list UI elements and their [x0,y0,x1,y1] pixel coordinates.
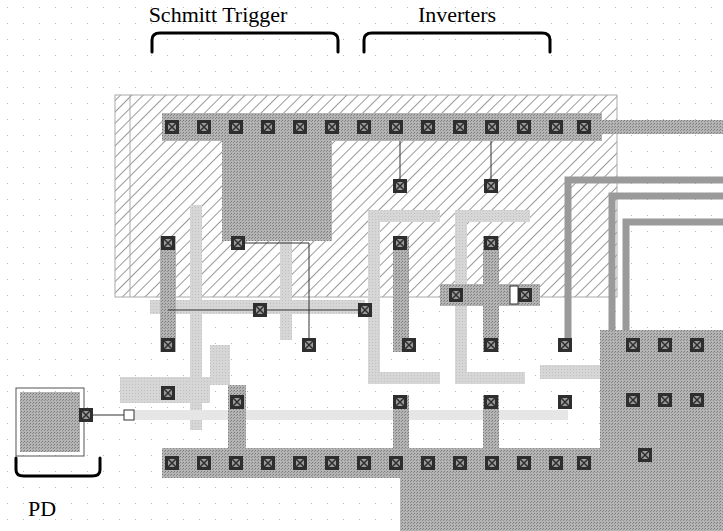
metal-strip [228,385,246,448]
contact [229,456,243,470]
wire [626,222,723,330]
contact [293,456,307,470]
poly-gate [368,210,440,384]
wire [238,243,309,345]
contact [577,120,591,134]
poly-layer [120,205,600,430]
contact [230,395,244,409]
contact [393,236,407,250]
wire [168,310,260,311]
bracket [152,33,338,52]
contact [690,393,704,407]
contact [484,395,498,409]
via [510,286,518,304]
contact [358,303,372,317]
metal-strip [160,236,176,352]
contact [325,120,339,134]
contact [402,338,416,352]
bracket [364,33,550,52]
metal-layer [20,113,723,531]
contact [690,338,704,352]
contact [517,456,531,470]
contact [421,456,435,470]
contact [549,120,563,134]
contact [638,448,652,462]
label: Schmitt Trigger [149,2,288,28]
metal-strip [393,236,409,352]
wire [260,310,365,311]
vdd-rail [600,120,723,134]
photodiode [20,392,80,452]
contact [485,120,499,134]
bracket [16,458,100,476]
contact [485,456,499,470]
wire [568,180,723,345]
contact [253,303,267,317]
contact [453,120,467,134]
contact [658,393,672,407]
contact [161,236,175,250]
contact [229,120,243,134]
contact [626,393,640,407]
contact [558,395,572,409]
contact [389,120,403,134]
contact [658,338,672,352]
contact [261,120,275,134]
metal-block [222,141,332,241]
contact [421,120,435,134]
wire [400,141,491,186]
label: PD [28,496,56,522]
contact [79,408,93,422]
contacts [79,120,704,470]
photodiode-edge [16,388,84,456]
contact [484,236,498,250]
thin-lines [86,141,491,415]
contact [393,395,407,409]
contact [484,179,498,193]
contact [161,386,175,400]
metal-strip [483,395,499,448]
contact [231,236,245,250]
contact [449,288,463,302]
contact [577,456,591,470]
contact [558,338,572,352]
contact [302,338,316,352]
poly-wire [540,365,600,379]
contact [261,456,275,470]
metal-strip [393,395,409,448]
brackets [16,33,550,476]
contact [389,456,403,470]
routing [568,180,723,345]
contact [197,120,211,134]
poly-line [128,410,568,420]
wire [612,196,723,330]
contact [518,288,532,302]
metal-wire [440,284,540,306]
contact [357,456,371,470]
contact [161,338,175,352]
contact [197,456,211,470]
contact [453,456,467,470]
vdd-rail [162,113,602,141]
contact [393,179,407,193]
well-edge [130,95,131,297]
via [124,410,134,420]
contact [549,456,563,470]
poly-wire [120,377,210,403]
contact [165,456,179,470]
contact [517,120,531,134]
contact [357,120,371,134]
poly-wire [210,345,230,385]
contact [325,456,339,470]
gnd-rail [162,448,600,478]
contact [626,338,640,352]
contact [293,120,307,134]
label: Inverters [418,2,496,28]
contact [484,338,498,352]
contact [165,120,179,134]
metal-region [400,330,723,531]
